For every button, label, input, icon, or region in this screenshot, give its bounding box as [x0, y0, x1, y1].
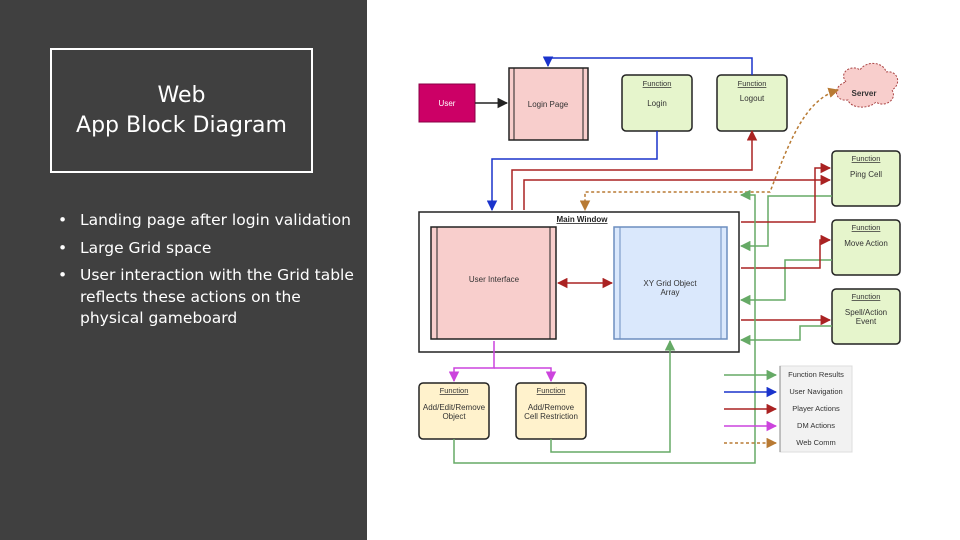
edge-player-move-action: [741, 234, 832, 269]
ping-cell-function-node: Function Ping Cell: [831, 150, 901, 207]
login-function-label: Login: [647, 99, 667, 108]
ping-cell-label: Ping Cell: [850, 170, 882, 179]
spell-action-label-1: Spell/Action: [845, 308, 887, 317]
login-function-header: Function: [643, 79, 672, 88]
bullet-item: Large Grid space: [58, 238, 358, 260]
title-line-2: App Block Diagram: [76, 112, 287, 138]
user-label: User: [439, 99, 456, 108]
add-remove-cell-label-1: Add/Remove: [528, 403, 575, 412]
title-box: Web App Block Diagram: [50, 48, 313, 173]
bullet-item: User interaction with the Grid table ref…: [58, 265, 358, 330]
block-diagram: Main Window User Login Page Function Log…: [418, 56, 901, 464]
logout-function-label: Logout: [740, 94, 765, 103]
spell-action-header: Function: [852, 292, 881, 301]
legend-label-web-comm: Web Comm: [796, 438, 835, 447]
ping-cell-header: Function: [852, 154, 881, 163]
xy-grid-label-1: XY Grid Object: [643, 279, 697, 288]
edge-add-remove-cell-result: [550, 339, 676, 453]
add-remove-cell-label-2: Cell Restriction: [524, 412, 578, 421]
legend-label-player-actions: Player Actions: [792, 404, 840, 413]
edge-logout-main-window: [511, 129, 758, 210]
login-function-node: Function Login: [621, 74, 693, 132]
server-label: Server: [852, 89, 877, 98]
user-node: User: [418, 83, 476, 123]
server-node: Server: [836, 63, 899, 108]
edge-spell-action-result: [739, 325, 832, 346]
spell-action-function-node: Function Spell/Action Event: [831, 288, 901, 345]
main-window-label: Main Window: [556, 215, 608, 224]
user-interface-label: User Interface: [469, 275, 520, 284]
edge-ping-cell-main-window: [523, 174, 832, 210]
xy-grid-node: XY Grid Object Array: [613, 226, 728, 340]
legend-label-function-results: Function Results: [788, 370, 844, 379]
edge-logout-login-page: [542, 56, 753, 75]
add-edit-remove-header: Function: [440, 386, 469, 395]
move-action-header: Function: [852, 223, 881, 232]
add-edit-remove-function-node: Function Add/Edit/Remove Object: [418, 382, 490, 440]
add-remove-cell-function-node: Function Add/Remove Cell Restriction: [515, 382, 587, 440]
login-page-label: Login Page: [528, 100, 569, 109]
logout-function-node: Function Logout: [716, 74, 788, 132]
bullet-item: Landing page after login validation: [58, 210, 358, 232]
edge-player-ping-cell: [741, 162, 832, 223]
logout-function-header: Function: [738, 79, 767, 88]
legend-label-dm-actions: DM Actions: [797, 421, 835, 430]
add-edit-remove-label-2: Object: [442, 412, 466, 421]
legend-label-user-navigation: User Navigation: [789, 387, 842, 396]
login-page-node: Login Page: [508, 67, 589, 141]
edge-move-action-result: [739, 259, 832, 306]
user-interface-node: User Interface: [430, 226, 557, 340]
spell-action-label-2: Event: [856, 317, 877, 326]
bullet-list: Landing page after login validation Larg…: [58, 210, 358, 336]
add-edit-remove-label-1: Add/Edit/Remove: [423, 403, 486, 412]
add-remove-cell-header: Function: [537, 386, 566, 395]
edge-add-edit-remove-result: [453, 189, 756, 464]
move-action-function-node: Function Move Action: [831, 219, 901, 276]
edge-dm-add-edit-remove: [448, 341, 495, 383]
xy-grid-label-2: Array: [660, 288, 679, 297]
move-action-label: Move Action: [844, 239, 888, 248]
legend: Function Results User Navigation Player …: [724, 365, 853, 453]
edge-dm-add-remove-cell: [494, 367, 557, 383]
left-panel: Web App Block Diagram Landing page after…: [0, 0, 367, 540]
title-line-1: Web: [157, 82, 206, 108]
